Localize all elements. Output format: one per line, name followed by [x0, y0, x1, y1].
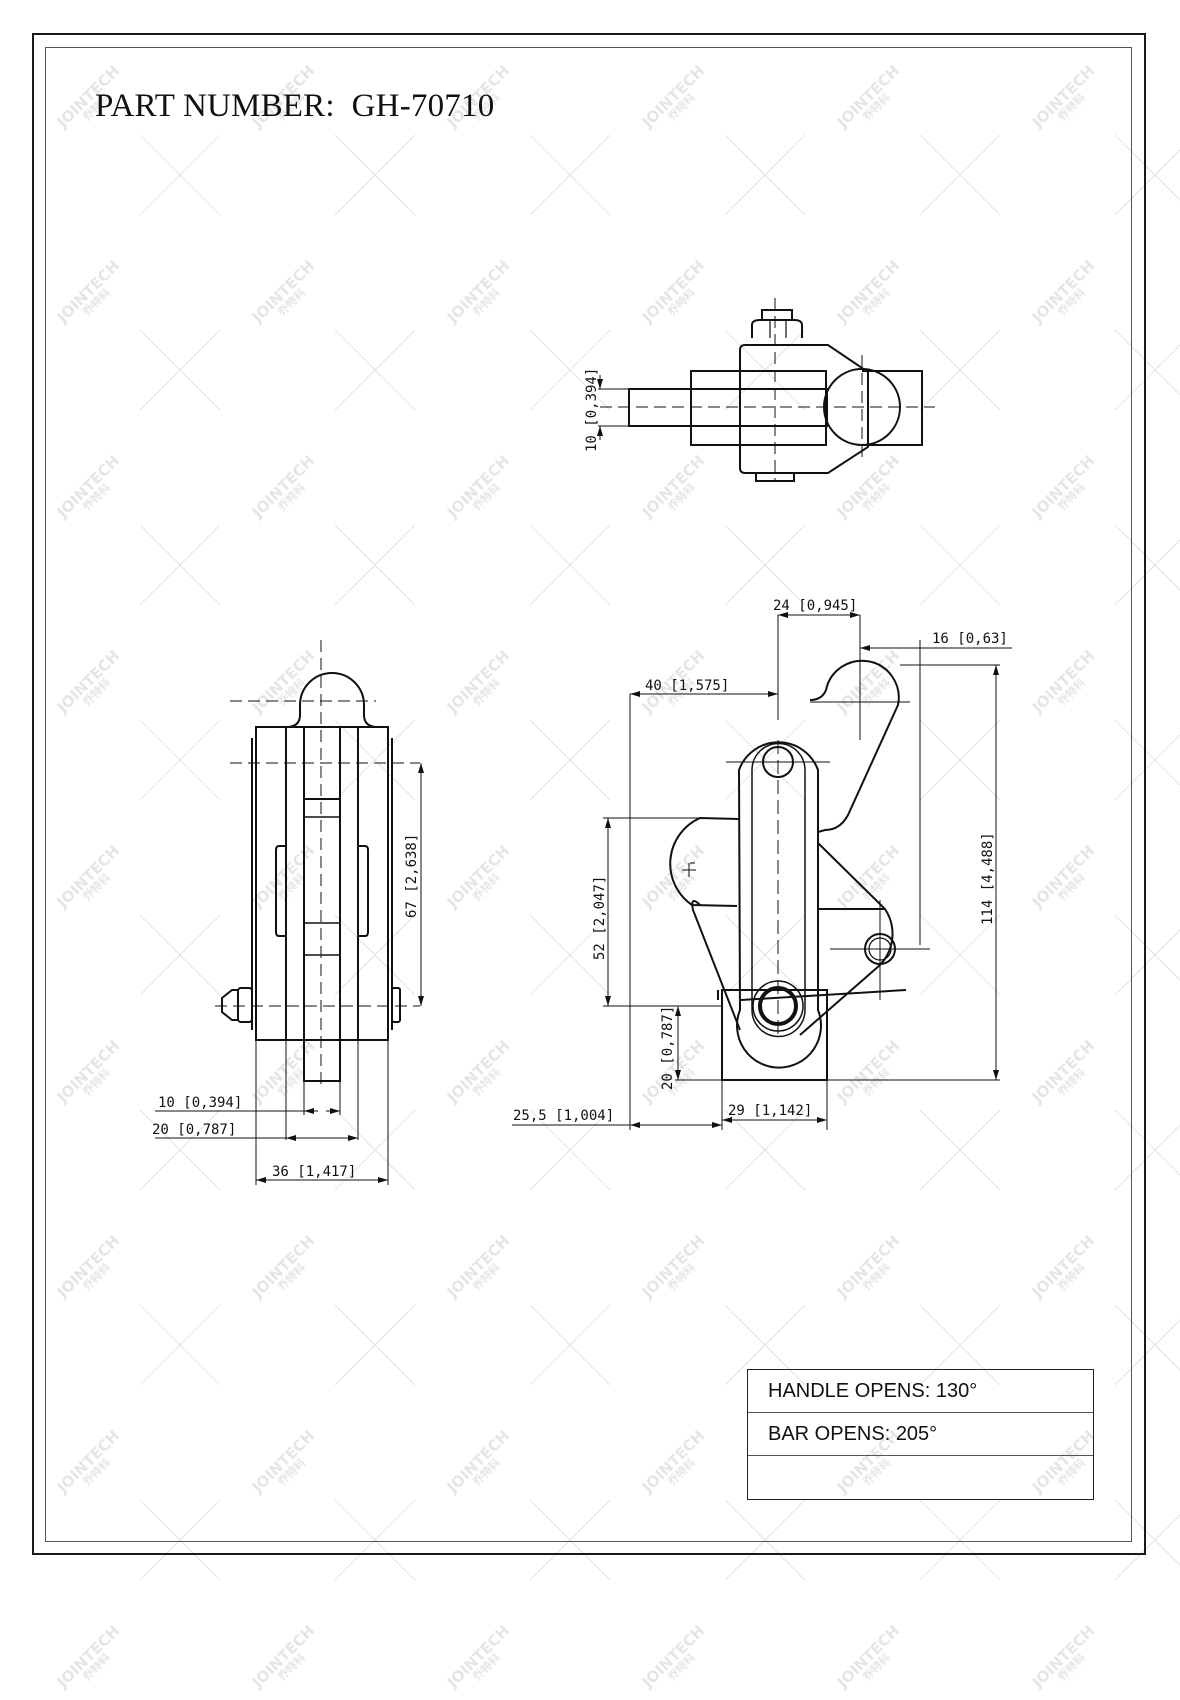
- spec-table: HANDLE OPENS: 130° BAR OPENS: 205°: [747, 1369, 1094, 1500]
- dim-front-handle-offset: 16 [0,63]: [932, 631, 1008, 647]
- spec-row-bar-opens: BAR OPENS: 205°: [748, 1413, 1093, 1456]
- dim-front-overall-height: 114 [4,488]: [980, 832, 996, 925]
- dim-front-bar-height: 52 [2,047]: [592, 876, 608, 960]
- front-view: [512, 612, 1012, 1130]
- part-number-title: PART NUMBER: GH-70710: [95, 88, 495, 124]
- dim-front-base-width: 29 [1,142]: [728, 1103, 812, 1119]
- dim-side-overall-width: 36 [1,417]: [272, 1164, 356, 1180]
- dim-front-bar-reach: 40 [1,575]: [645, 678, 729, 694]
- spec-row-handle-opens: HANDLE OPENS: 130°: [748, 1370, 1093, 1413]
- dim-top-bar-thickness: 10 [0,394]: [584, 368, 600, 452]
- dim-front-pivot-spacing: 24 [0,945]: [773, 598, 857, 614]
- dim-side-bar-width: 10 [0,394]: [158, 1095, 242, 1111]
- side-view: [155, 640, 424, 1185]
- dim-front-base-offset: 25,5 [1,004]: [513, 1108, 614, 1124]
- drawing-border-outer: [32, 33, 1146, 1555]
- dim-side-center-distance: 67 [2,638]: [404, 834, 420, 918]
- top-view: [597, 298, 935, 482]
- dim-front-base-height: 20 [0,787]: [660, 1006, 676, 1090]
- spec-row-empty: [748, 1456, 1093, 1499]
- dim-side-inner-width: 20 [0,787]: [152, 1122, 236, 1138]
- drawing-border-inner: [45, 47, 1132, 1542]
